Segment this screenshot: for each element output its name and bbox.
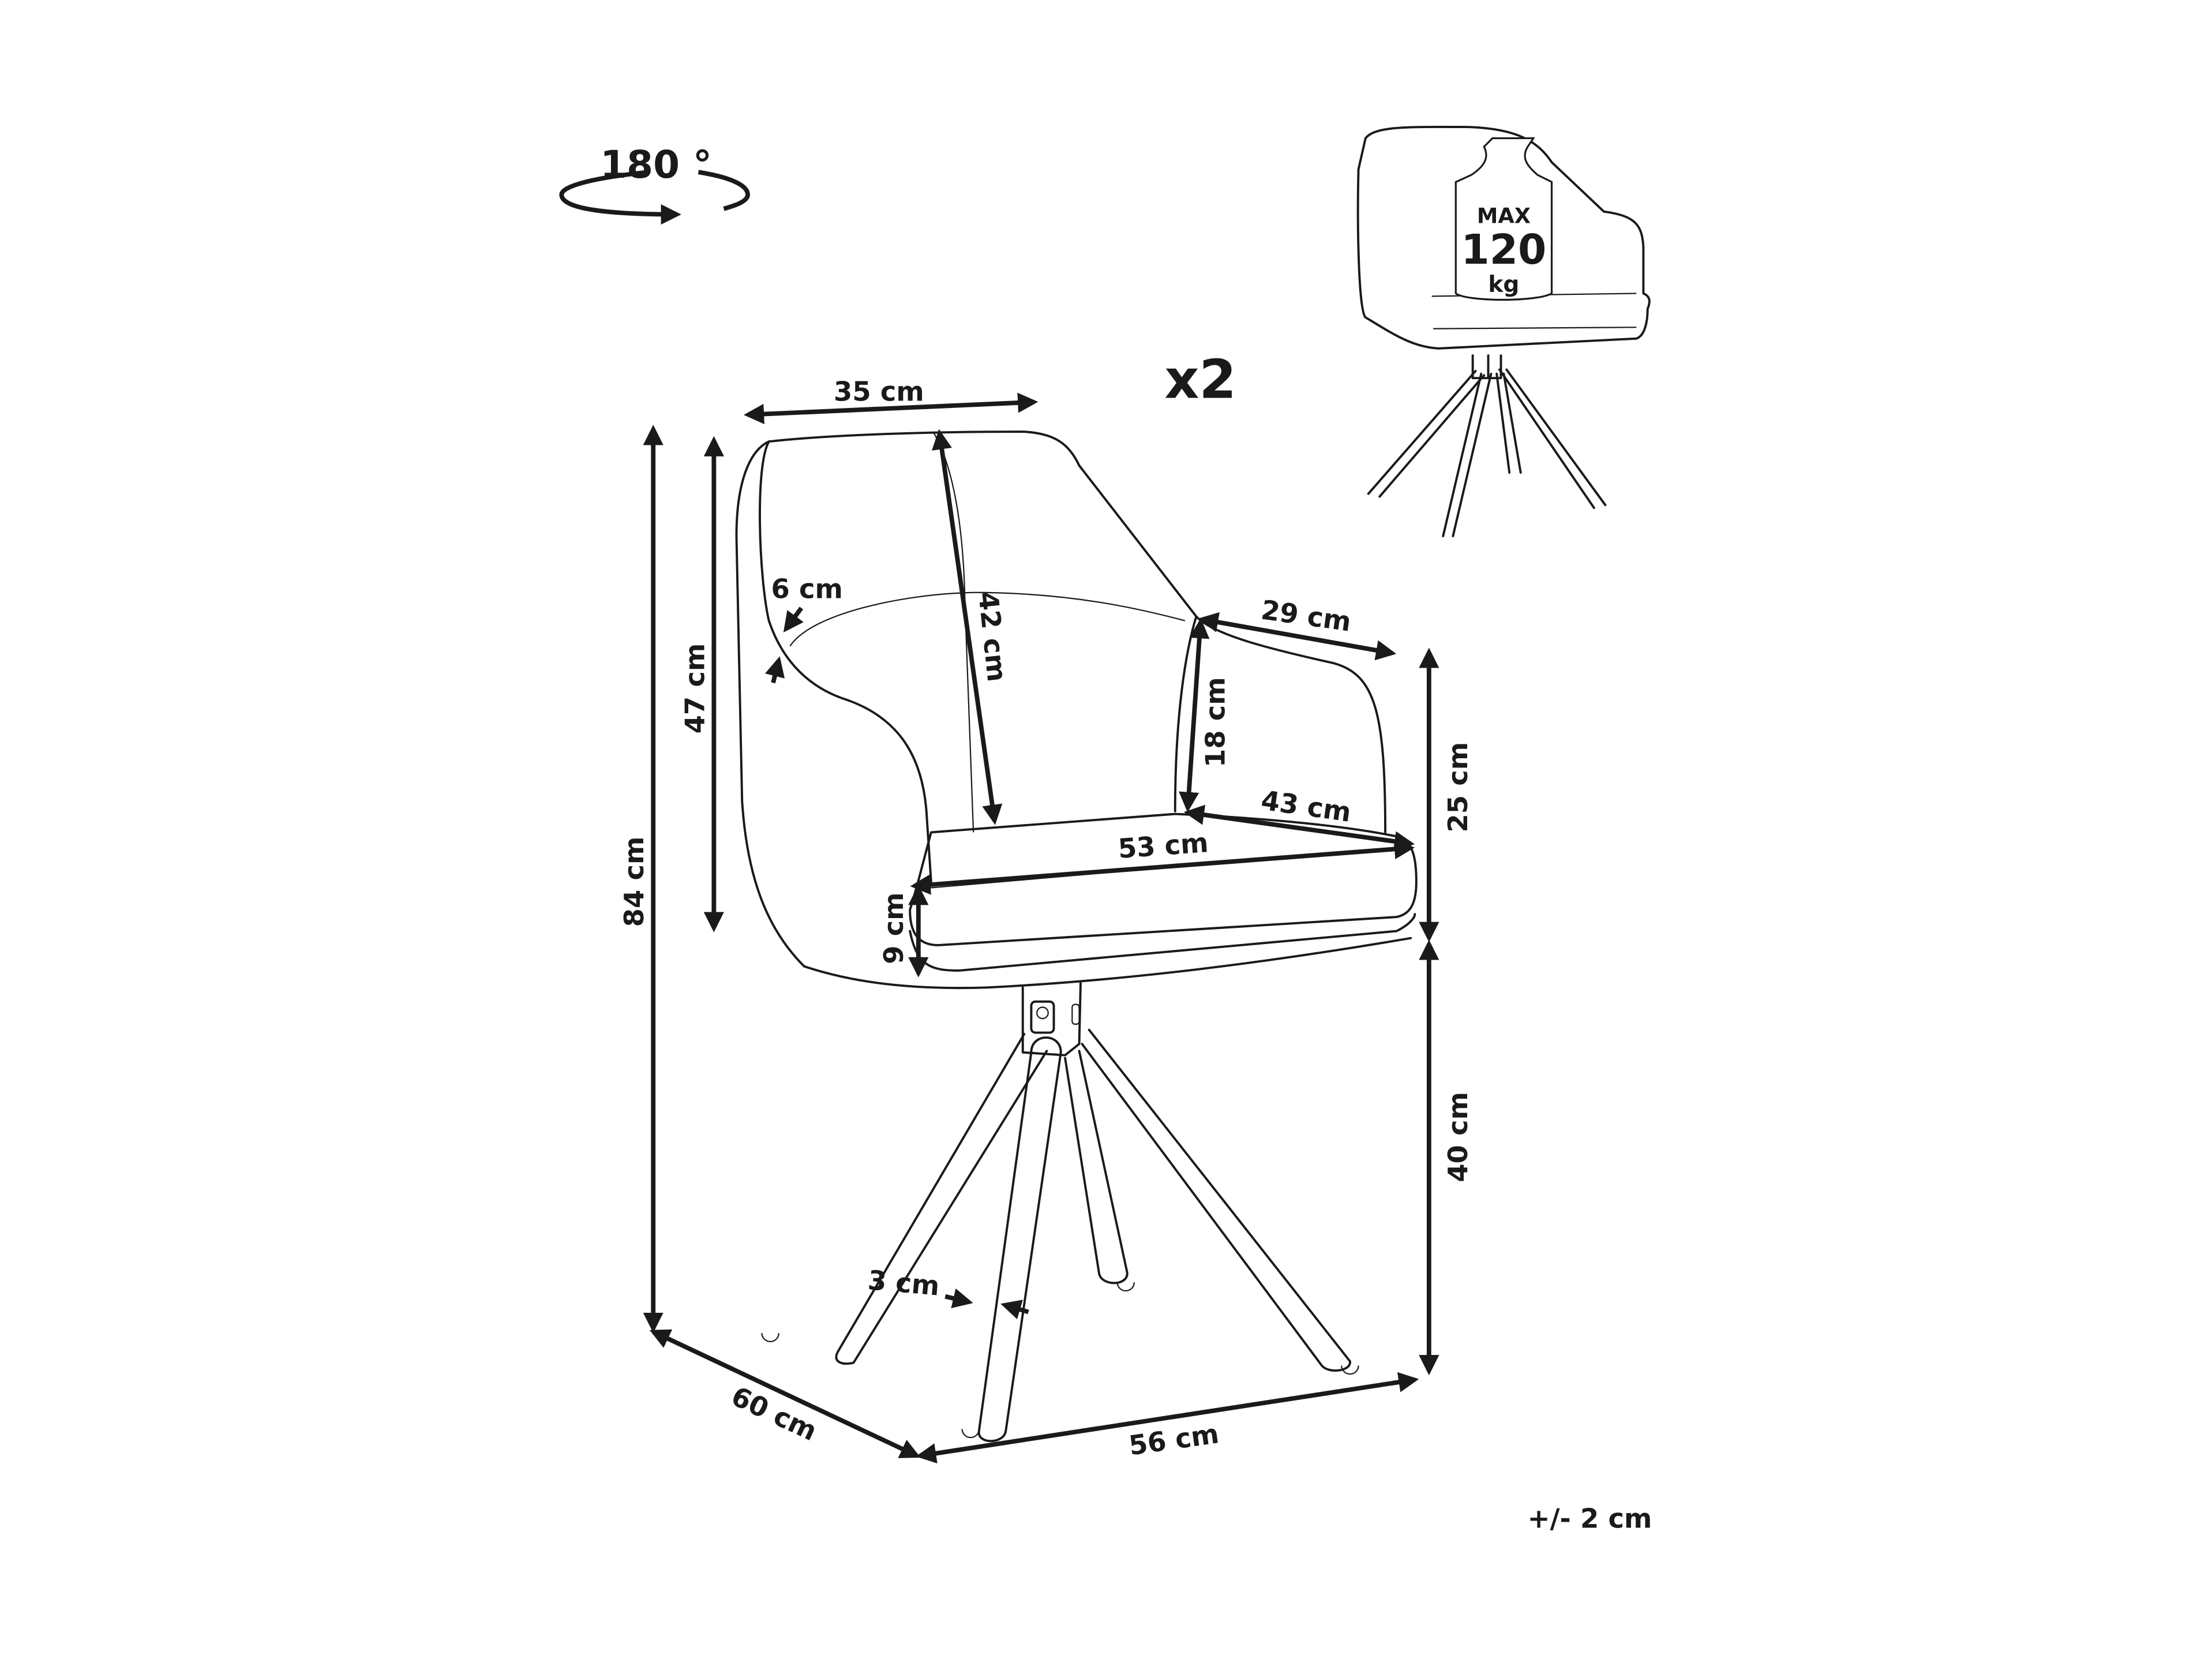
dim-line-42 bbox=[932, 429, 1003, 825]
dim-line-53 bbox=[910, 838, 1415, 895]
dim-arrow-3b bbox=[1000, 1300, 1029, 1320]
label-seat-depth: 43 cm bbox=[1259, 785, 1354, 828]
max-load-value: 120 bbox=[1461, 226, 1546, 274]
dim-arrow-6b bbox=[764, 656, 785, 684]
label-backrest-height: 47 cm bbox=[679, 643, 710, 734]
label-seat-height: 40 cm bbox=[1442, 1092, 1474, 1182]
tolerance-note: +/- 2 cm bbox=[1528, 1503, 1652, 1534]
dim-line-35 bbox=[744, 392, 1038, 425]
label-leg-thickness: 3 cm bbox=[867, 1264, 941, 1302]
label-backrest-thickness: 6 cm bbox=[771, 574, 843, 605]
label-total-width: 56 cm bbox=[1127, 1418, 1221, 1461]
rotation-arrow-icon: 180 ° bbox=[559, 143, 750, 225]
quantity-label: x2 bbox=[1165, 348, 1237, 410]
label-seat-width: 53 cm bbox=[1117, 827, 1209, 864]
label-armrest-height: 18 cm bbox=[1199, 677, 1231, 767]
label-backrest-inner-height: 42 cm bbox=[972, 590, 1013, 684]
dim-line-60 bbox=[649, 1329, 921, 1458]
max-load-illustration: MAX 120 kg bbox=[1356, 125, 1651, 537]
dim-line-43 bbox=[1183, 804, 1415, 852]
dim-line-18 bbox=[1179, 618, 1210, 812]
max-load-line1: MAX bbox=[1477, 203, 1531, 228]
max-load-unit: kg bbox=[1488, 272, 1519, 298]
dim-line-56 bbox=[916, 1372, 1419, 1464]
weight-icon: MAX 120 kg bbox=[1454, 137, 1553, 301]
label-seat-cushion-thickness: 9 cm bbox=[878, 892, 909, 964]
dimension-labels: 35 cm 84 cm 47 cm 42 cm 6 cm 29 cm 18 cm… bbox=[618, 376, 1474, 1461]
rotation-label: 180 ° bbox=[600, 143, 712, 187]
label-total-height: 84 cm bbox=[618, 837, 650, 927]
dim-arrow-3a bbox=[944, 1288, 973, 1309]
dimension-lines bbox=[643, 392, 1439, 1464]
label-arm-height-from-seat: 25 cm bbox=[1442, 742, 1474, 833]
dim-arrow-6a bbox=[783, 606, 804, 633]
label-backrest-top-width: 35 cm bbox=[834, 376, 924, 407]
dim-line-29 bbox=[1198, 612, 1397, 661]
